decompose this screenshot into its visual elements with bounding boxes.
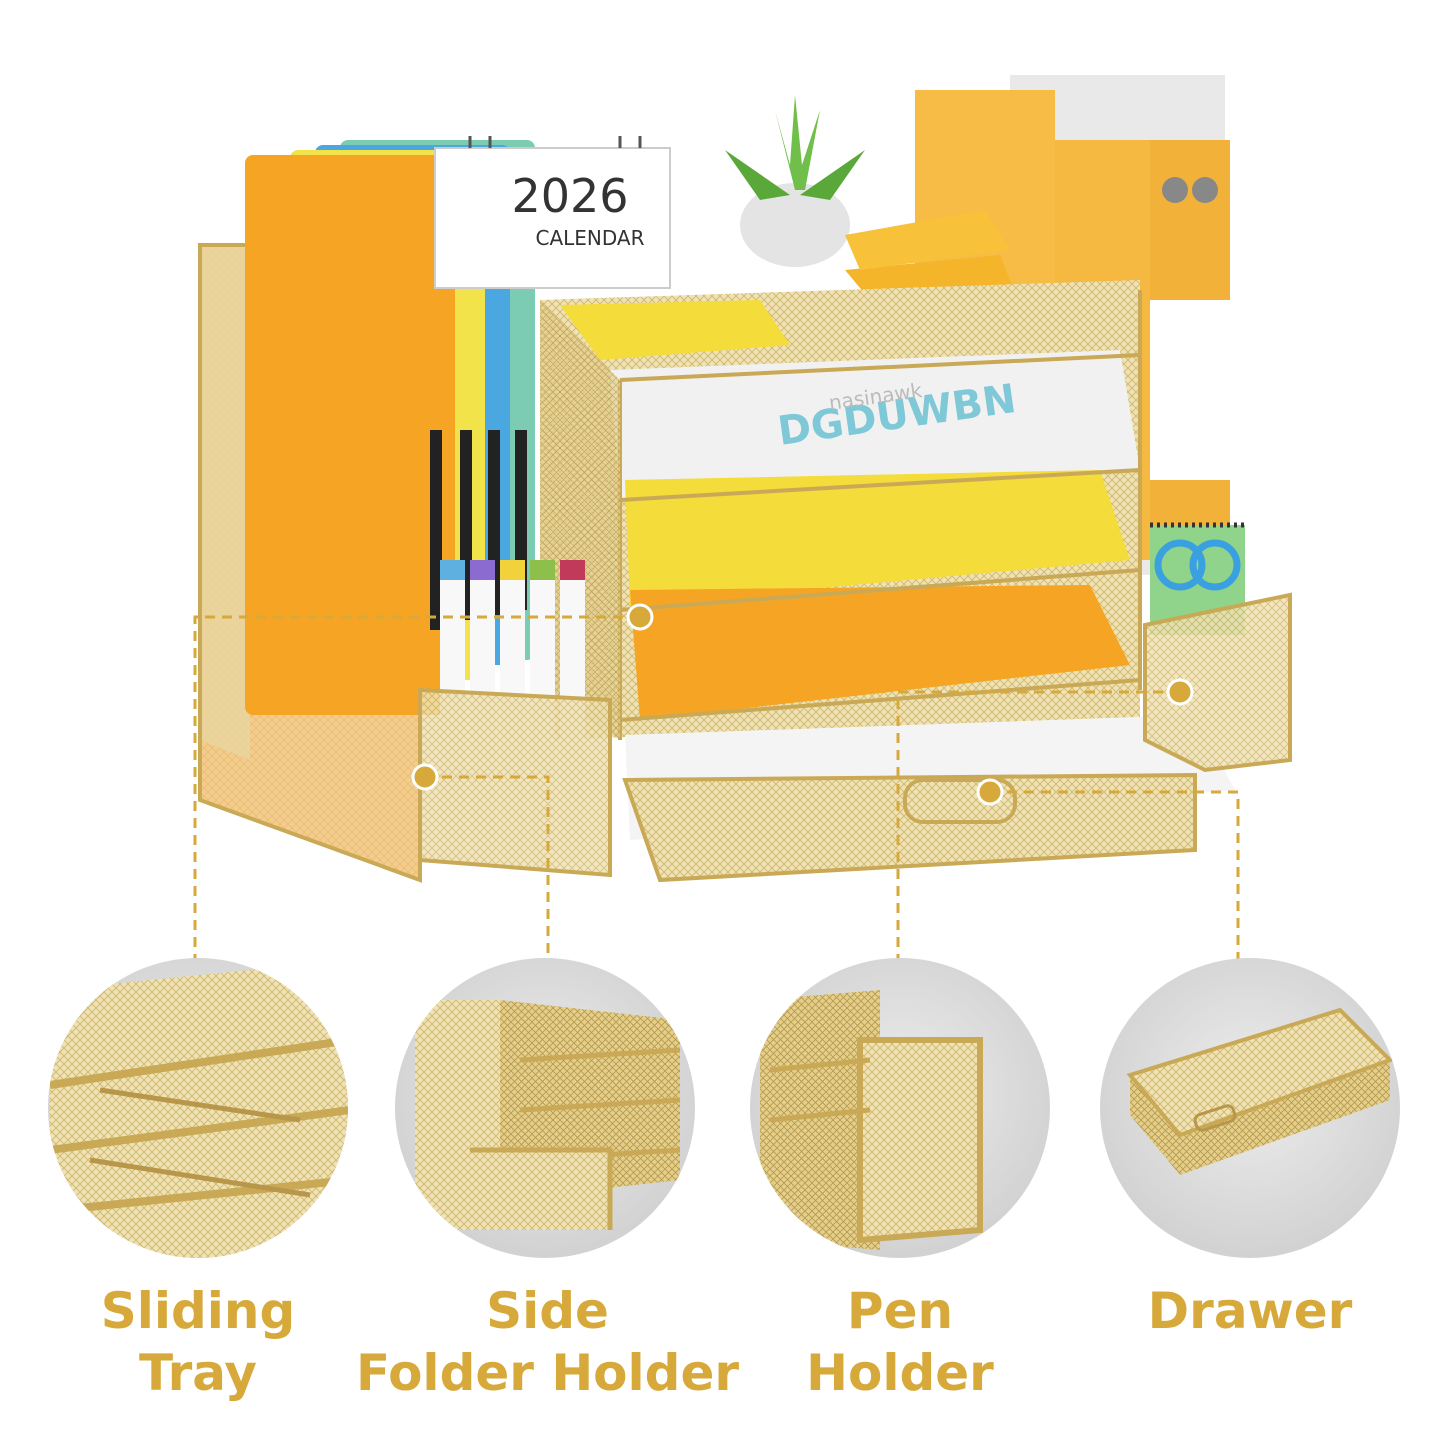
feature-label-pen-holder: Pen Holder <box>780 1280 1020 1404</box>
feature-label-line2: Folder Holder <box>355 1344 740 1402</box>
potted-plant <box>725 95 865 267</box>
feature-label-drawer: Drawer <box>1125 1280 1375 1342</box>
callout-dots <box>411 603 1194 806</box>
calendar-label: CALENDAR <box>535 226 644 250</box>
sliding-tray-closeup <box>48 958 348 1258</box>
feature-label-line1: Drawer <box>1147 1282 1353 1340</box>
callout-lines <box>193 615 1240 975</box>
feature-label-line2: Holder <box>806 1344 994 1402</box>
side-folder-holder-closeup <box>395 958 695 1258</box>
pen-holder-closeup <box>750 958 1050 1258</box>
feature-label-line2: Tray <box>138 1344 258 1402</box>
feature-label-side-folder-holder: Side Folder Holder <box>355 1280 740 1404</box>
feature-label-line1: Pen <box>846 1282 954 1340</box>
calendar-year: 2026 <box>511 169 628 223</box>
feature-label-line1: Side <box>486 1282 609 1340</box>
drawer <box>622 715 1235 883</box>
feature-label-line1: Sliding <box>100 1282 296 1340</box>
feature-label-sliding-tray: Sliding Tray <box>78 1280 318 1404</box>
sliding-tray-tower: DGDUWBN nasinawk <box>540 280 1142 740</box>
left-pen-holder <box>418 560 612 878</box>
right-pen-holder <box>1143 522 1292 773</box>
drawer-closeup <box>1100 958 1400 1258</box>
desk-calendar: 2026 CALENDAR <box>434 136 671 289</box>
